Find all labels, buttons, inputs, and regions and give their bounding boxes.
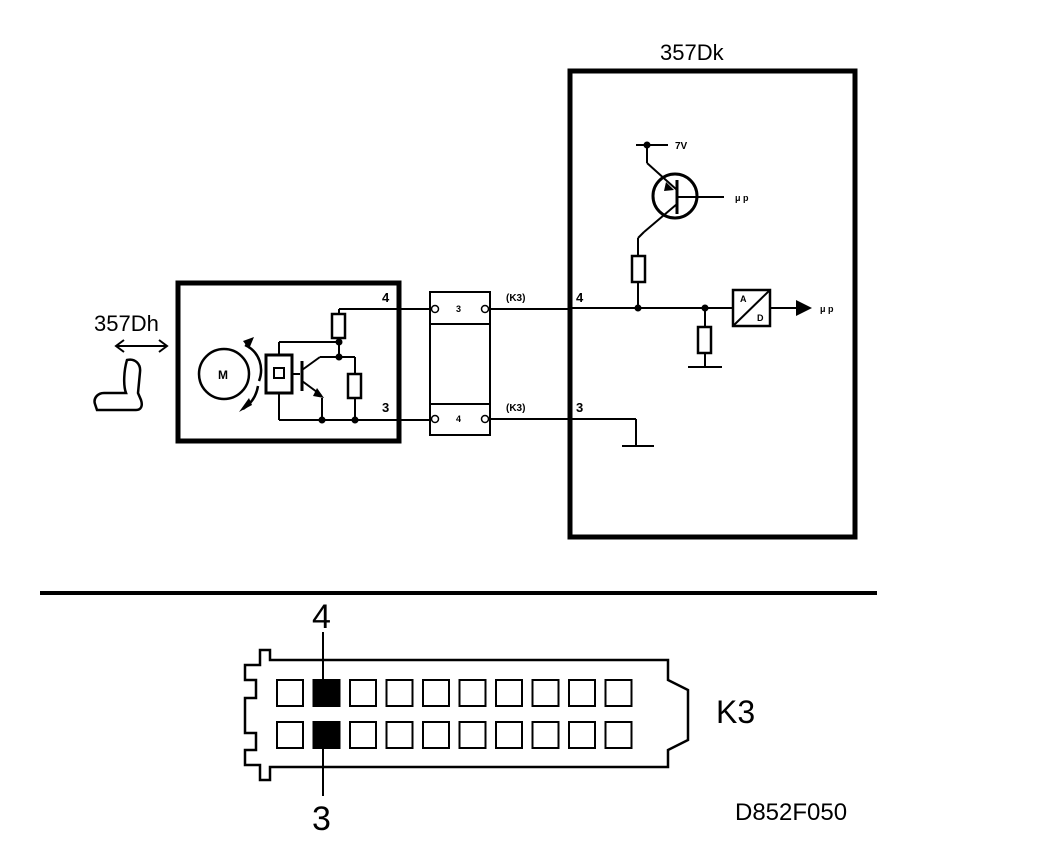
pin-3-right: 3 <box>576 400 583 415</box>
connector-pin <box>276 721 304 749</box>
control-unit-357dk: 357Dk 7V μ p <box>567 40 858 540</box>
svg-text:D: D <box>757 313 764 323</box>
connector-pin <box>495 721 523 749</box>
control-unit-box <box>567 68 858 540</box>
connector-pin <box>276 679 304 707</box>
figure-reference: D852F050 <box>735 799 847 826</box>
resistor-icon <box>696 325 713 355</box>
connector-pin <box>385 679 414 707</box>
connector-pin <box>458 721 487 749</box>
seat-unit-box <box>175 280 402 444</box>
connector-block: 3 4 <box>429 291 491 436</box>
connector-pin <box>604 721 633 749</box>
sensor-icon <box>264 353 294 395</box>
seat-unit-label: 357Dh <box>94 311 159 336</box>
connector-pin-used <box>312 721 341 749</box>
connector-pin <box>531 721 560 749</box>
motor-icon <box>197 347 251 401</box>
pin-4-right: 4 <box>576 290 584 305</box>
svg-text:A: A <box>740 294 747 304</box>
connector-pin-grid <box>276 679 633 749</box>
seat-icon <box>93 358 144 412</box>
connector-pin-label-top: 4 <box>312 598 331 636</box>
connector-pin <box>422 679 450 707</box>
connector-pin-label-bottom: 3 <box>312 800 331 838</box>
resistor-icon <box>630 254 647 284</box>
resistor-icon <box>346 372 363 400</box>
connector-pin-used <box>312 679 341 707</box>
wire-label-k3-top: (K3) <box>506 293 525 304</box>
wiring-k3: (K3) (K3) <box>490 293 570 420</box>
resistor-icon <box>330 312 347 340</box>
connector-pin <box>604 679 633 707</box>
connector-pin <box>495 679 523 707</box>
pin-3-left: 3 <box>382 400 389 415</box>
connector-pin-bottom: 4 <box>456 414 461 424</box>
ad-converter-icon: A D <box>731 288 772 328</box>
transistor-icon <box>643 162 724 233</box>
control-unit-label: 357Dk <box>660 40 725 65</box>
connector-pin-top: 3 <box>456 304 461 314</box>
connector-pin <box>349 679 377 707</box>
svg-text:M: M <box>218 368 228 382</box>
connector-k3: 4 3 K3 <box>243 598 755 838</box>
seat-unit-357dh: 357Dh M <box>93 280 402 444</box>
microprocessor-label-1: μ p <box>735 193 749 203</box>
wire-label-k3-bottom: (K3) <box>506 403 525 414</box>
connector-pin <box>349 721 377 749</box>
connector-name: K3 <box>716 694 755 730</box>
connector-pin <box>422 721 450 749</box>
connector-pin <box>458 679 487 707</box>
connector-pin <box>385 721 414 749</box>
connector-pin <box>568 679 596 707</box>
connector-pin <box>568 721 596 749</box>
supply-voltage-label: 7V <box>675 141 688 152</box>
connector-pin <box>531 679 560 707</box>
pin-4-left: 4 <box>382 290 390 305</box>
connector-housing <box>243 648 690 782</box>
microprocessor-label-2: μ p <box>820 304 834 314</box>
